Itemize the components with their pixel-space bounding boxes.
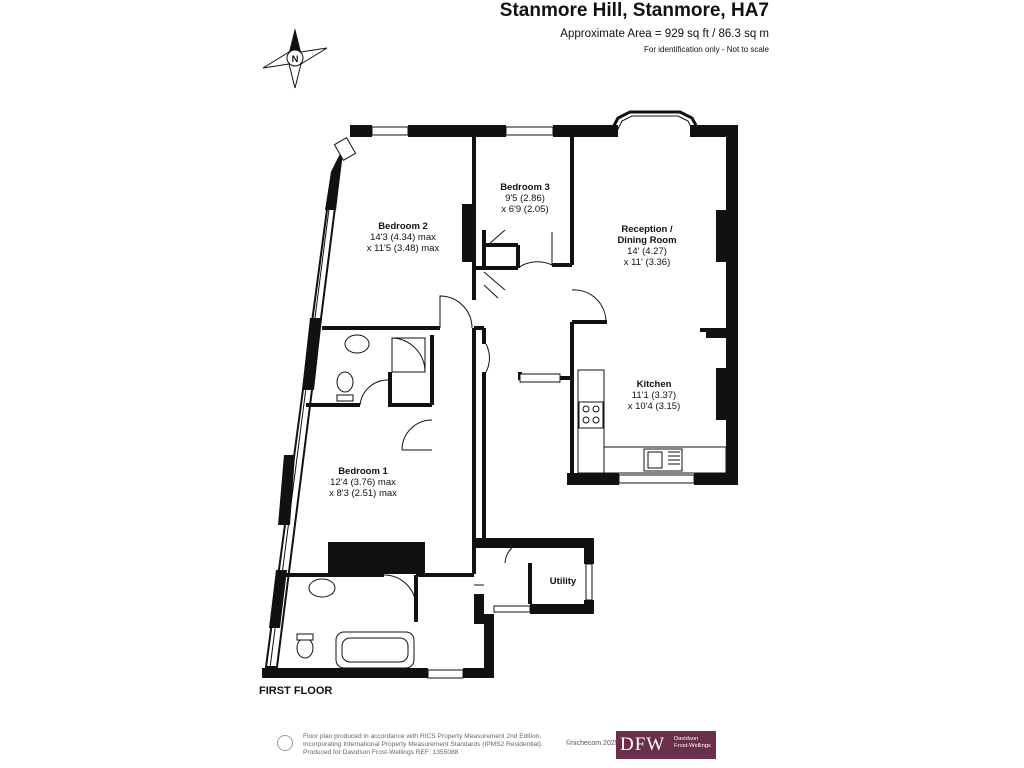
compass-icon: N — [262, 28, 328, 89]
basin-icon — [344, 334, 370, 354]
basin-icon — [308, 578, 336, 598]
reception-dim1: 14' (4.27) — [627, 246, 667, 257]
bedroom2-name: Bedroom 2 — [378, 221, 428, 232]
reception-name-1: Reception / — [621, 224, 673, 235]
kitchen-dim2: x 10'4 (3.15) — [628, 401, 681, 412]
floor-label: FIRST FLOOR — [259, 685, 333, 697]
door-swings — [359, 229, 607, 608]
windows — [371, 126, 695, 679]
bedroom2-dim1: 14'3 (4.34) max — [370, 232, 436, 243]
hob-icon — [578, 401, 604, 429]
bedroom3-dim2: x 6'9 (2.05) — [501, 204, 548, 215]
rics-logo-icon — [277, 735, 293, 751]
kitchen-dim1: 11'1 (3.37) — [632, 390, 676, 401]
slanted-wall-piers — [269, 152, 343, 628]
reception-dim2: x 11' (3.36) — [624, 257, 671, 268]
footer-line-1: Floor plan produced in accordance with R… — [303, 733, 542, 740]
bedroom1-name: Bedroom 1 — [338, 466, 388, 477]
bedroom2-dim2: x 11'5 (3.48) max — [367, 243, 440, 254]
footer-line-2: Incorporating International Property Mea… — [303, 741, 543, 748]
approximate-area: Approximate Area = 929 sq ft / 86.3 sq m — [560, 28, 769, 40]
compass-north-label: N — [292, 54, 299, 65]
kitchen-name: Kitchen — [637, 379, 672, 390]
agency-logo: DFW Davidson Frost-Wellings — [616, 731, 716, 759]
property-address: Stanmore Hill, Stanmore, HA7 — [499, 0, 769, 21]
fixtures — [296, 334, 727, 669]
bedroom1-dim2: x 8'3 (2.51) max — [329, 488, 397, 499]
toilet-icon — [296, 637, 314, 659]
utility-name: Utility — [550, 576, 577, 587]
bedroom3-dim1: 9'5 (2.86) — [505, 193, 545, 204]
bedroom3-name: Bedroom 3 — [500, 182, 550, 193]
logo-mark: DFW — [620, 734, 666, 755]
bay-window — [608, 110, 702, 134]
logo-line-2: Frost-Wellings — [674, 743, 711, 749]
copyright: ©nichecom 2025 — [566, 740, 619, 747]
reception-name-2: Dining Room — [617, 235, 676, 246]
bedroom1-dim1: 12'4 (3.76) max — [330, 477, 396, 488]
logo-name: Davidson Frost-Wellings — [674, 736, 711, 750]
exterior-walls — [262, 125, 738, 678]
disclaimer-note: For identification only - Not to scale — [644, 45, 769, 54]
toilet-icon — [336, 371, 354, 393]
footer-line-3: Produced for Davidson Frost-Wellings REF… — [303, 749, 459, 756]
logo-line-1: Davidson — [674, 736, 699, 742]
